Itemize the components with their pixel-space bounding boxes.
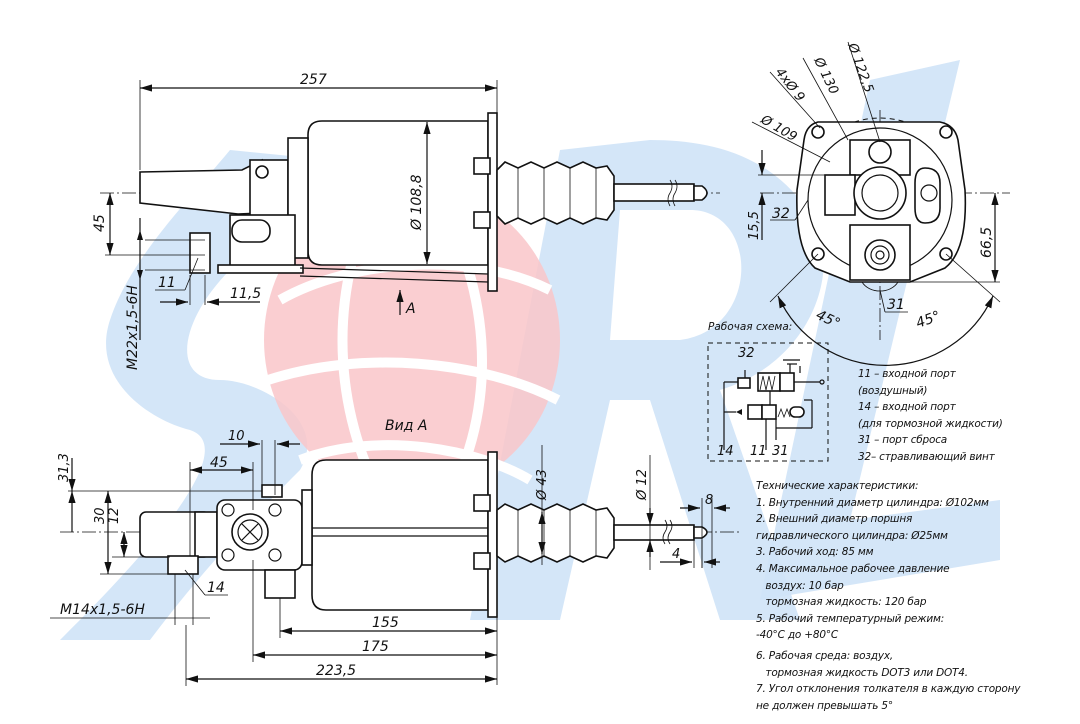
label-31-end: 31 — [887, 297, 905, 313]
dim-15-5: 15,5 — [747, 211, 762, 240]
dim-4x9: 4xØ 9 — [772, 65, 808, 105]
port-11-fitting — [189, 232, 211, 274]
rubber-boot — [496, 161, 615, 225]
angle-right: 45° — [914, 308, 943, 332]
dim-155: 155 — [372, 615, 399, 631]
dim-109: Ø 109 — [757, 112, 799, 145]
label-14-a: 14 — [207, 580, 225, 596]
flange — [487, 112, 498, 292]
spec-line: 6. Рабочая среда: воздух, — [756, 649, 894, 662]
spec-line: 2. Внешний диаметр поршня — [756, 513, 913, 526]
spec-line: 1. Внутренний диаметр цилиндра: Ø102мм — [756, 496, 989, 509]
label-32-end: 32 — [772, 206, 790, 222]
watermark-letter-r — [470, 140, 824, 620]
connector — [231, 219, 271, 243]
exhaust-cap — [914, 167, 941, 224]
dim-10: 10 — [228, 429, 245, 444]
push-rod — [613, 183, 695, 202]
dim-108-8: Ø 108,8 — [409, 174, 425, 231]
dim-66-5: 66,5 — [979, 227, 995, 258]
legend-line: (воздушный) — [858, 384, 928, 397]
scheme-label-32: 32 — [738, 346, 755, 361]
working-scheme: 32 14 11 31 — [707, 342, 829, 462]
flange-lug-top — [473, 157, 491, 175]
spec-line: 7. Угол отклонения толкателя в каждую ст… — [756, 683, 1021, 696]
legend-line: 11 – входной порт — [858, 368, 956, 380]
technical-specs: Технические характеристики: 1. Внутренни… — [756, 478, 1020, 714]
dim-175: 175 — [362, 639, 389, 655]
spec-line: тормозная жидкость DOT3 или DOT4. — [756, 666, 968, 679]
push-rod-a — [613, 524, 695, 541]
lower-port-block — [849, 224, 911, 281]
dim-thread-m14: M14x1,5-6H — [60, 602, 145, 618]
rubber-boot-a — [496, 503, 615, 563]
dim-4: 4 — [672, 547, 680, 562]
legend-line: 31 – порт сброса — [858, 434, 948, 447]
cylinder-body-a — [311, 459, 489, 611]
legend-line: (для тормозной жидкости) — [858, 417, 1003, 430]
legend-line: 32– стравливающий винт — [858, 450, 995, 463]
scheme-label-11: 11 — [750, 444, 767, 459]
dim-257: 257 — [300, 72, 327, 88]
flange-lug-bottom — [473, 211, 491, 229]
lower-lug-a — [264, 569, 296, 599]
cylinder-body — [307, 120, 489, 266]
dim-223-5: 223,5 — [316, 663, 356, 679]
scheme-label-31: 31 — [772, 444, 789, 459]
spec-line: воздух: 10 бар — [756, 579, 844, 592]
valve-cap-a — [194, 511, 218, 558]
view-a: Вид А 10 — [50, 418, 740, 686]
bleed-screw — [255, 165, 269, 179]
rod-tip — [693, 185, 708, 201]
spec-line: -40°С до +80°С — [756, 629, 839, 642]
dim-45-side: 45 — [92, 214, 108, 232]
label-11-side: 11 — [158, 275, 176, 291]
scheme-frame — [707, 342, 829, 462]
scheme-legend: 11 – входной порт (воздушный) 14 – входн… — [858, 366, 1003, 466]
side-view: 257 Ø 108,8 45 M22x1,5-6H 11 11,5 A — [92, 72, 720, 370]
specs-title: Технические характеристики: — [756, 480, 919, 492]
dim-30: 30 — [93, 507, 108, 524]
scheme-label-14: 14 — [717, 444, 734, 459]
side-port — [824, 174, 856, 216]
dim-12-a: 12 — [107, 507, 122, 524]
spec-line: 4. Максимальное рабочее давление — [756, 562, 950, 575]
dim-122-5: Ø 122,5 — [844, 40, 876, 95]
angle-arc — [777, 295, 994, 366]
dim-thread-m22: M22x1,5-6H — [125, 285, 141, 370]
legend-line: 14 – входной порт — [858, 401, 956, 414]
scheme-title: Рабочая схема: — [708, 321, 793, 333]
port-14-fitting — [167, 555, 199, 575]
view-arrow-label: A — [405, 301, 416, 317]
view-a-title: Вид А — [385, 418, 427, 434]
flange-a — [487, 451, 498, 618]
dim-12-rod: Ø 12 — [635, 469, 650, 501]
spec-line: тормозная жидкость: 120 бар — [756, 596, 927, 609]
bottom-rail — [217, 264, 304, 274]
spec-line: 5. Рабочий температурный режим: — [756, 612, 945, 625]
spec-line: гидравлического цилиндра: Ø25мм — [756, 529, 948, 542]
watermark-letter-s — [60, 150, 330, 640]
dim-11-5: 11,5 — [230, 286, 261, 302]
dim-130: Ø 130 — [810, 54, 841, 97]
spec-line: не должен превышать 5° — [756, 699, 893, 712]
dim-8: 8 — [705, 493, 713, 508]
dim-45-a: 45 — [210, 455, 228, 471]
dim-43: Ø 43 — [535, 469, 550, 501]
spec-line: 3. Рабочий ход: 85 мм — [756, 546, 874, 559]
dim-31-3: 31,3 — [57, 453, 72, 482]
